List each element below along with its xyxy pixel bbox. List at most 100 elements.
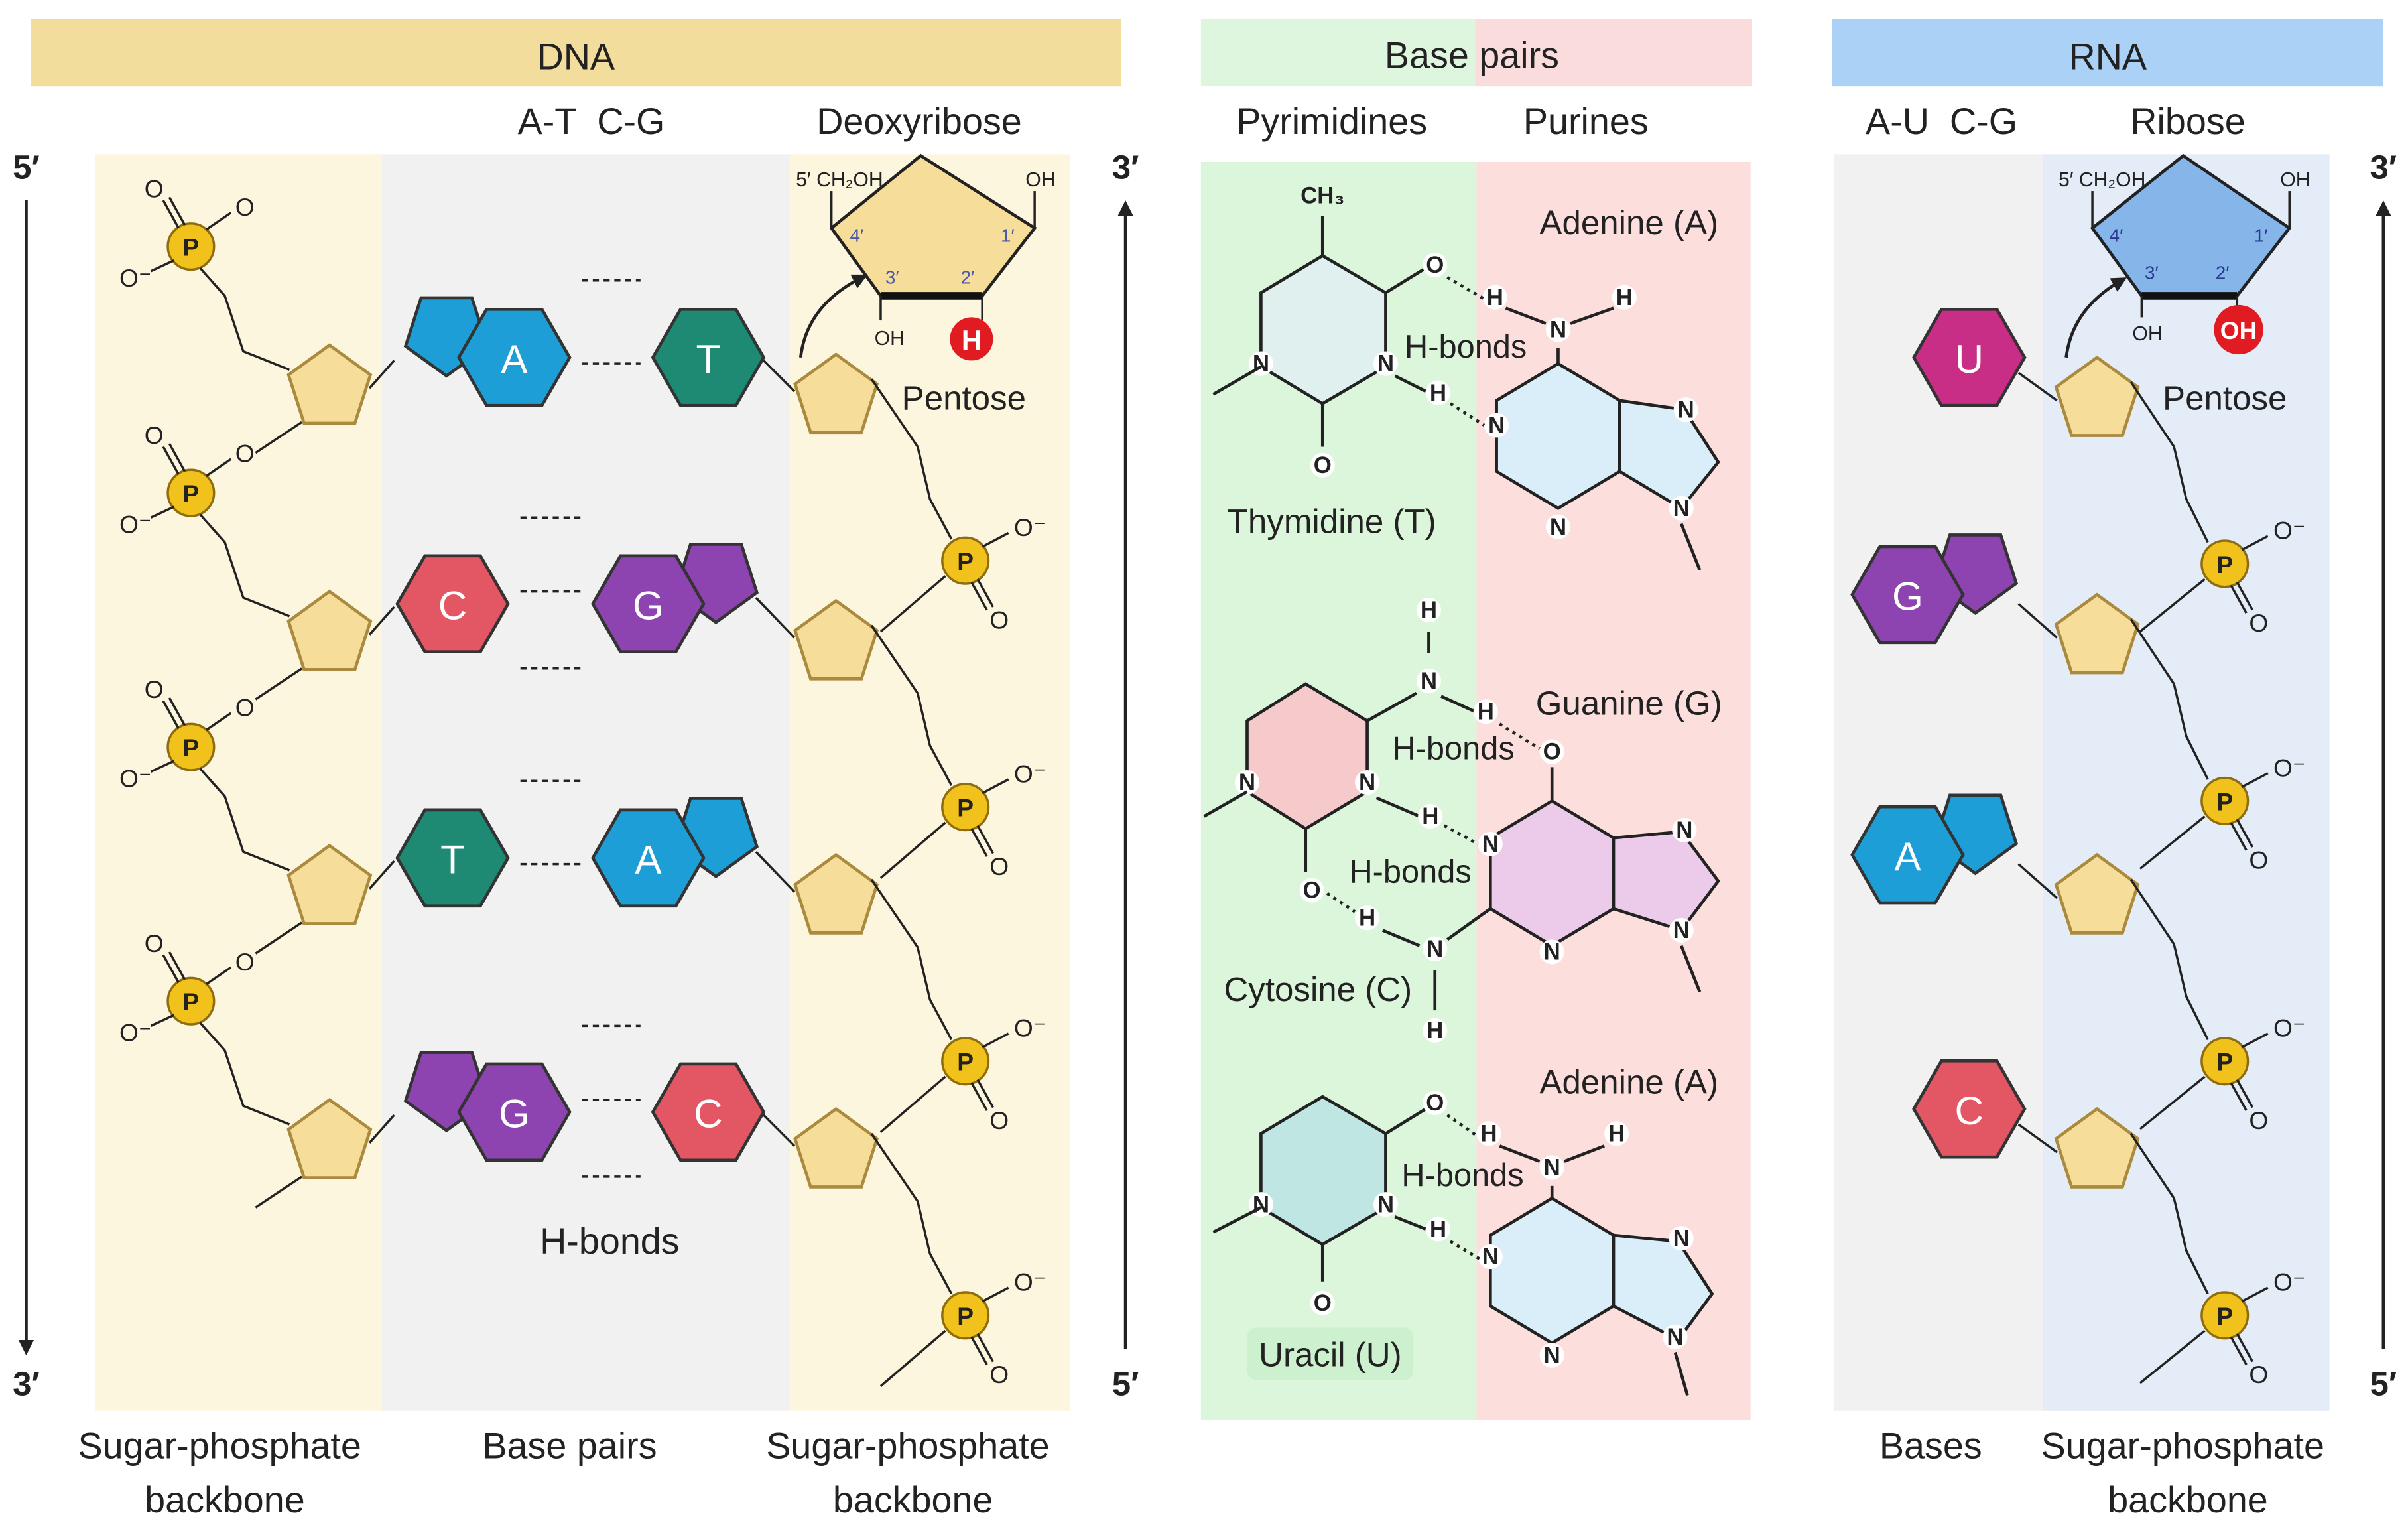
right-backbone-link	[879, 1075, 946, 1133]
base-hexagon	[395, 554, 510, 654]
atom-label: N	[1421, 668, 1437, 694]
atom-label: N	[1377, 1191, 1394, 1217]
glycosidic-bond	[2017, 371, 2058, 402]
phosphate-circle	[941, 783, 990, 832]
atom-bg	[1669, 1226, 1694, 1251]
base-hexagon	[591, 808, 706, 908]
deoxyribose-inset: 5′ CH₂OH OH 4′ 1′ 3′ 2′ OH H	[796, 153, 1055, 361]
rna-nucleotide: POO⁻U	[1912, 308, 2305, 637]
covalent-bond	[1673, 1351, 1689, 1396]
p-o-bond	[162, 954, 180, 984]
covalent-bond	[1212, 1206, 1262, 1234]
ribose-c4-label: 4′	[2110, 226, 2123, 246]
atom-label: N	[1544, 939, 1560, 965]
p-o-bond	[982, 1286, 1009, 1303]
base-t	[395, 808, 510, 908]
oxygen-minus-label: O⁻	[1014, 513, 1046, 541]
atom-label: N	[1253, 1191, 1269, 1217]
phosphate-circle	[166, 722, 216, 771]
covalent-bond	[1385, 1107, 1427, 1135]
base-letter: T	[696, 336, 721, 381]
atom-bg	[1669, 496, 1694, 521]
dna-header-bar	[31, 19, 1121, 87]
ribose-oh3-label: OH	[2132, 323, 2162, 345]
oxygen-minus-label: O⁻	[119, 1019, 151, 1047]
base-hexagon	[1850, 805, 1965, 905]
p-o-bond	[2230, 1082, 2248, 1111]
p-o-bond	[2241, 772, 2269, 789]
p-o-bond	[168, 442, 186, 472]
hydrogen-bond	[1326, 892, 1356, 913]
dna-right-sugar	[793, 1106, 879, 1189]
atom-label: N	[1544, 1343, 1560, 1369]
covalent-bond	[1381, 929, 1421, 947]
p-o-bond	[162, 200, 180, 229]
atom-bg	[1310, 452, 1335, 478]
oxygen-minus-label: O⁻	[1014, 1014, 1046, 1042]
glycosidic-bond	[755, 596, 796, 639]
hydrogen-bond	[1449, 402, 1486, 427]
atom-label: N	[1678, 397, 1694, 423]
oxygen-label: O	[2249, 846, 2268, 874]
covalent-bond	[1203, 790, 1248, 818]
deoxyribose-oh-top: OH	[1025, 169, 1055, 191]
dna-pentose-label: Pentose	[902, 379, 1026, 417]
base-g	[591, 543, 759, 654]
rna-left-footer: Bases	[1879, 1426, 1982, 1467]
atom-bg	[1473, 699, 1498, 724]
oxygen-label: O	[989, 1106, 1009, 1134]
p-o-bond	[2230, 822, 2248, 851]
base-hexagon	[1850, 545, 1965, 645]
rna-backbone-link	[2129, 878, 2209, 1041]
dna-right-footer: Sugar-phosphate backbone	[766, 1426, 1060, 1520]
rna-backbone-link	[2139, 815, 2206, 870]
phosphate-circle	[2200, 539, 2250, 588]
base-hexagon	[457, 1062, 572, 1162]
base-u	[1912, 308, 2027, 407]
dna-left-sugar	[286, 1097, 373, 1179]
atom-label: N	[1673, 496, 1690, 521]
oxygen-minus-label: O⁻	[119, 510, 151, 538]
adenine-label: Adenine (A)	[1539, 204, 1718, 241]
adenine-label: Adenine (A)	[1539, 1063, 1718, 1101]
atom-label: H	[1426, 1018, 1443, 1043]
ribose-c1-label: 1′	[2254, 226, 2268, 246]
atom-bg	[1423, 1018, 1448, 1043]
dna-pairs-subheader: A-T C-G	[518, 101, 665, 142]
covalent-bond	[1440, 695, 1476, 713]
molecule-ring	[1612, 830, 1720, 933]
left-backbone-link	[255, 421, 303, 454]
base-hexagon	[457, 308, 572, 407]
rna-sugar-panel	[2043, 154, 2330, 1411]
covalent-bond	[1446, 907, 1491, 941]
p-o-bond	[168, 196, 186, 226]
purines-subheader: Purines	[1523, 101, 1649, 142]
oxygen-minus-label: O⁻	[2273, 1268, 2305, 1296]
covalent-bond	[1394, 374, 1426, 393]
base-letter: C	[1955, 1088, 1984, 1133]
base-hexagon	[1912, 308, 2027, 407]
atom-label: N	[1676, 817, 1692, 843]
atom-label: O	[1314, 452, 1332, 478]
atom-bg	[1425, 1217, 1450, 1242]
deoxyribose-c4-label: 4′	[850, 226, 864, 246]
oxygen-label: O	[989, 1361, 1009, 1388]
deoxyribose-h-label: H	[962, 324, 982, 356]
hbonds-label: H-bonds	[1405, 329, 1527, 365]
deoxyribose-c3-label: 3′	[885, 267, 899, 287]
oxygen-minus-label: O⁻	[119, 765, 151, 793]
molecule-ring	[1618, 399, 1720, 511]
atom-label: N	[1426, 936, 1443, 962]
atom-bg	[1612, 285, 1637, 310]
atom-label: O	[1426, 252, 1444, 278]
atom-label: O	[1426, 1090, 1444, 1116]
rna-nucleotide: POO⁻C	[1912, 1059, 2305, 1388]
atom-label: O	[1543, 739, 1561, 765]
base-c	[651, 1062, 766, 1162]
phosphate-label: P	[957, 1048, 974, 1076]
dna-left-sugar	[286, 843, 373, 925]
